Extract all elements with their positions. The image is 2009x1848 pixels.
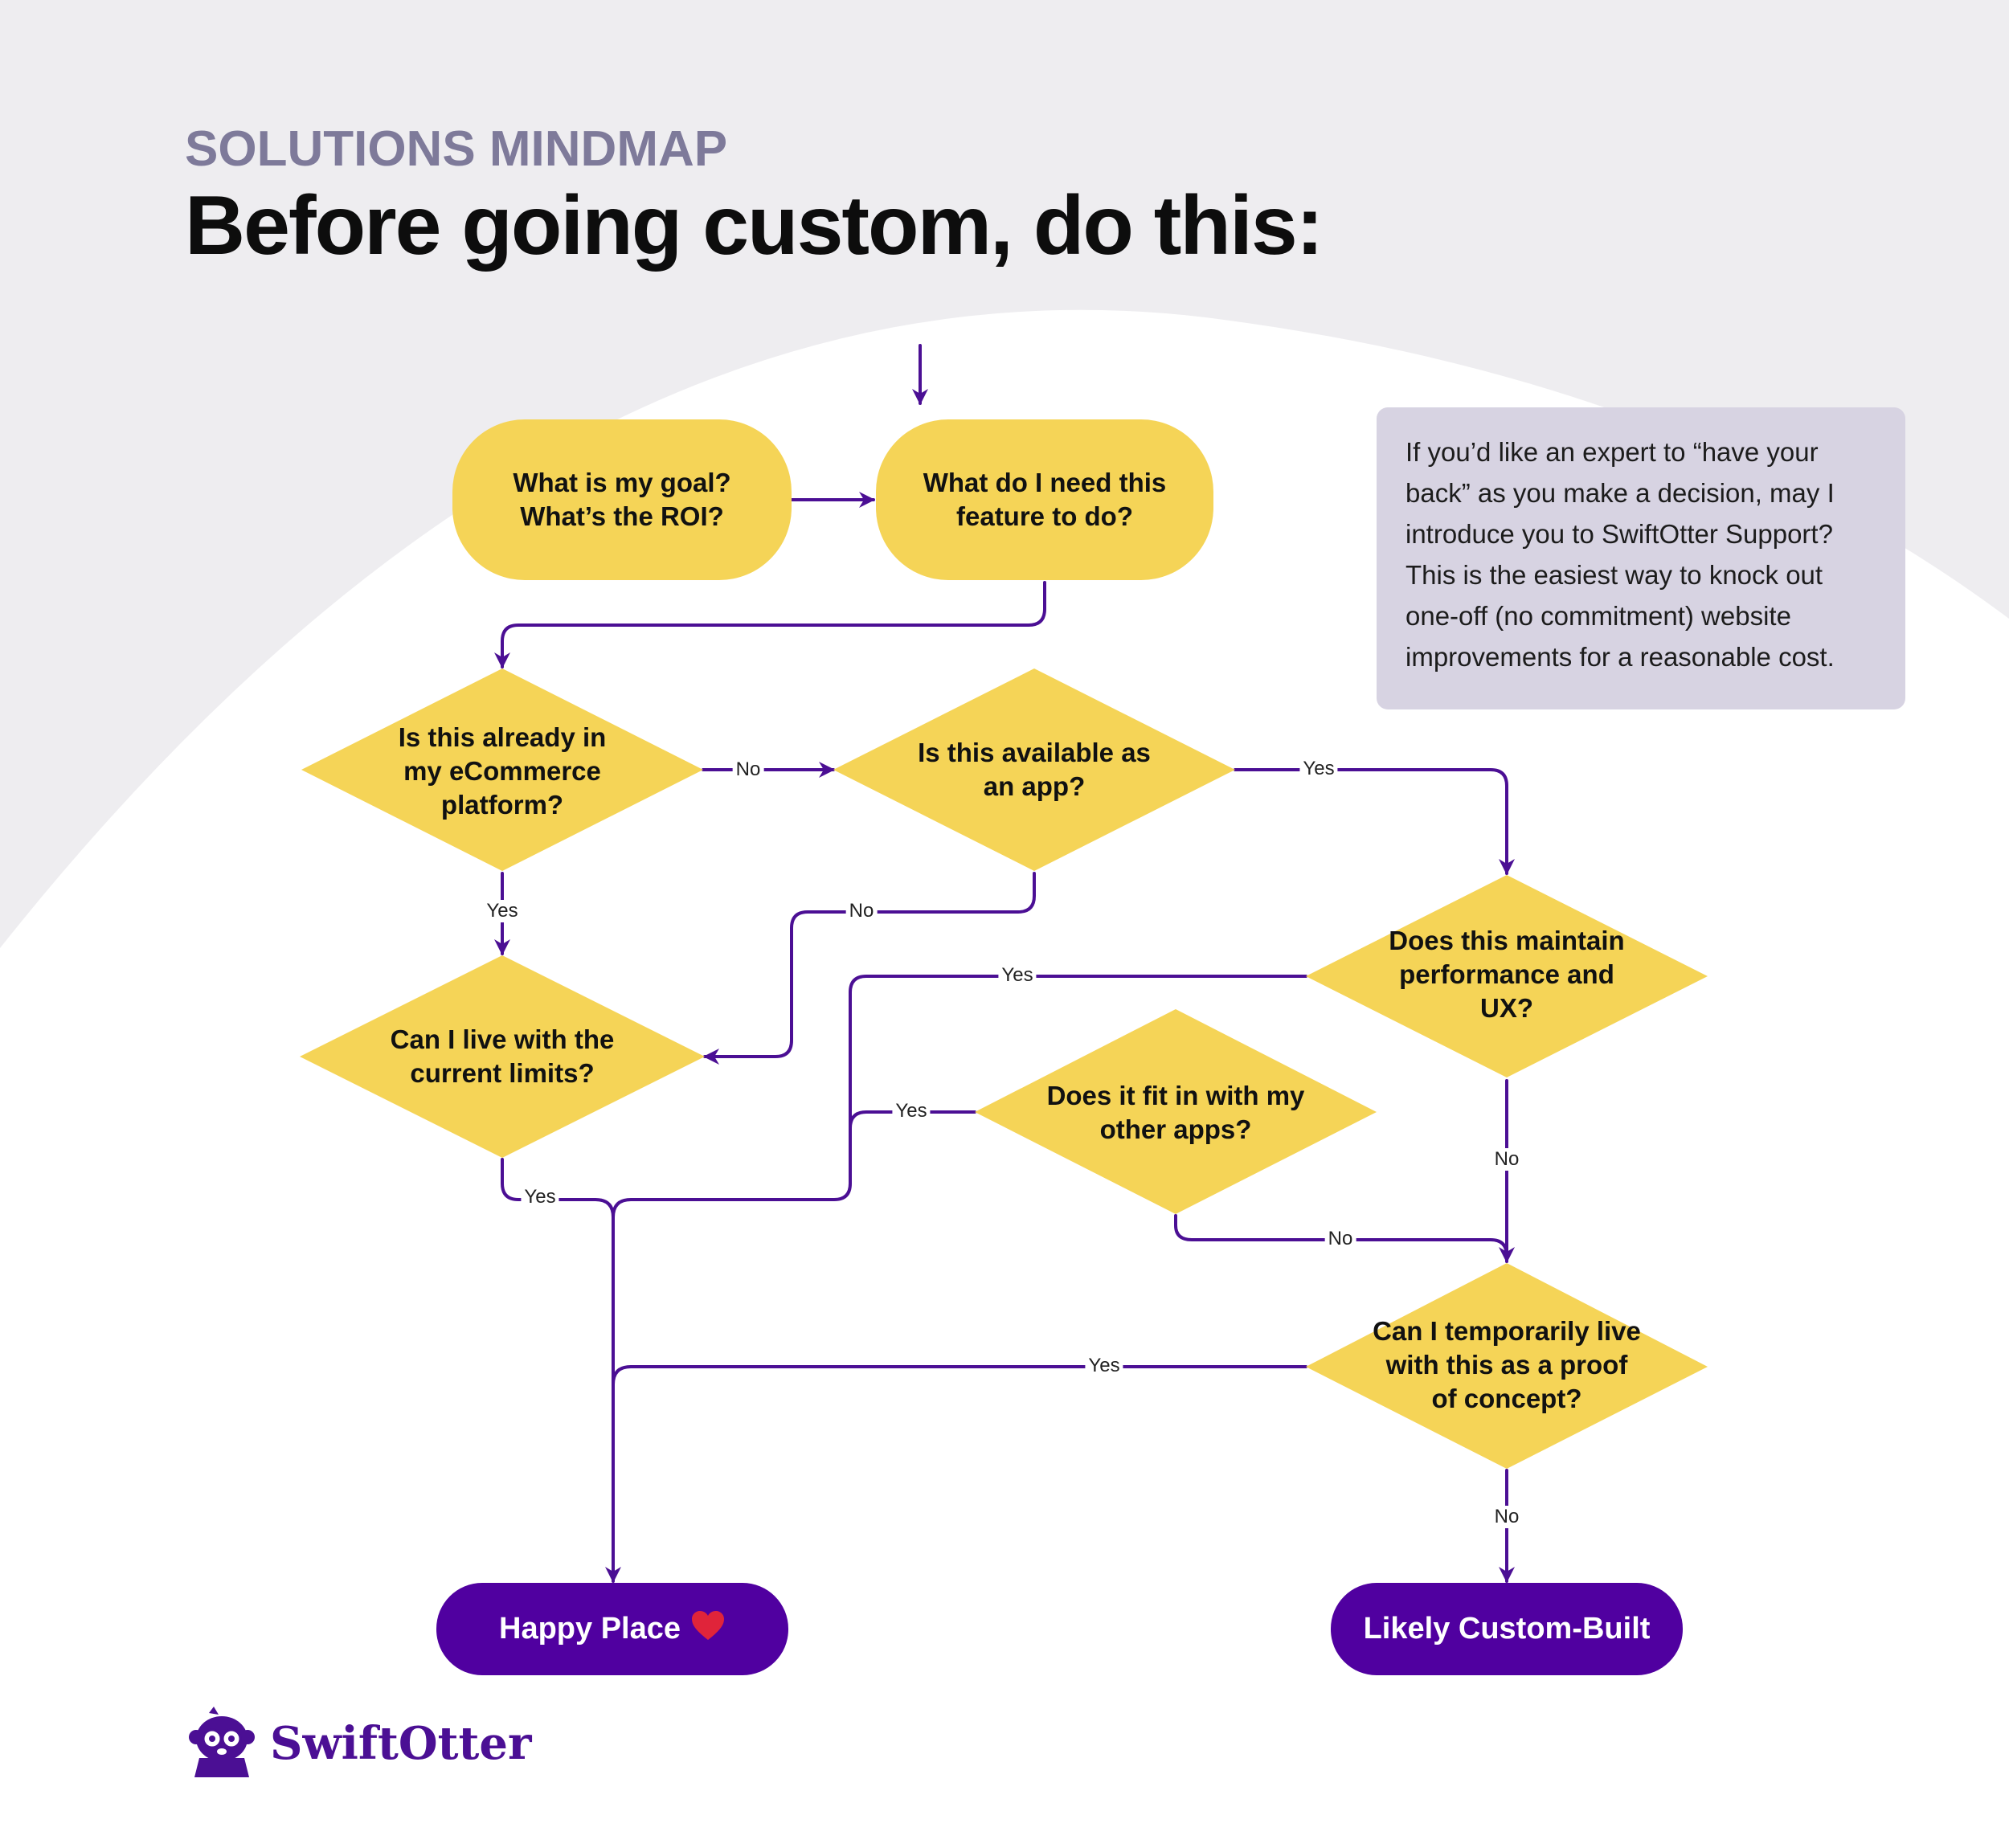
node-fit-line2: other apps? xyxy=(1099,1114,1252,1144)
terminal-custom-label: Likely Custom-Built xyxy=(1363,1612,1651,1646)
node-feature-line1: What do I need this xyxy=(923,467,1167,497)
heart-icon xyxy=(690,1609,726,1650)
support-info-box: If you’d like an expert to “have your ba… xyxy=(1377,407,1905,709)
brand-name: SwiftOtter xyxy=(270,1717,532,1770)
eyebrow-label: SOLUTIONS MINDMAP xyxy=(185,121,728,177)
node-platform-line3: platform? xyxy=(440,790,564,820)
edge-app-yes xyxy=(1234,768,1515,875)
node-limits: Can I live with the current limits? xyxy=(358,988,647,1125)
node-goal-shape xyxy=(452,419,792,580)
edge-label-platform-no: No xyxy=(732,758,764,781)
node-fit: Does it fit in with my other apps? xyxy=(1023,1045,1328,1181)
node-goal-line1: What is my goal? xyxy=(513,467,731,497)
edge-feature-to-platform xyxy=(494,581,1046,668)
terminal-likely-custom: Likely Custom-Built xyxy=(1331,1583,1683,1675)
info-line-2: back” as you make a decision, may I xyxy=(1405,478,1835,508)
node-platform-line2: my eCommerce xyxy=(403,755,601,786)
node-goal: What is my goal? What’s the ROI? xyxy=(452,419,792,580)
node-poc-line2: with this as a proof xyxy=(1385,1349,1628,1380)
brand-logo: SwiftOtter xyxy=(185,1703,532,1784)
info-line-1: If you’d like an expert to “have your xyxy=(1405,437,1819,467)
edge-label-poc-no: No xyxy=(1491,1506,1523,1528)
info-line-3: introduce you to SwiftOtter Support? xyxy=(1405,519,1833,549)
node-performance-line3: UX? xyxy=(1479,993,1533,1024)
node-platform-shape xyxy=(301,668,703,871)
edge-label-performance-no: No xyxy=(1491,1148,1523,1171)
node-platform-line1: Is this already in xyxy=(398,722,607,752)
terminal-happy-shape xyxy=(436,1583,788,1675)
node-limits-line2: current limits? xyxy=(410,1058,595,1088)
edge-app-no xyxy=(703,872,1036,1065)
node-feature-line2: feature to do? xyxy=(956,501,1133,531)
edge-poc-yes xyxy=(612,1365,1307,1386)
edge-label-platform-yes: Yes xyxy=(483,900,522,922)
edge-label-performance-yes: Yes xyxy=(998,964,1037,987)
terminal-happy-place: Happy Place xyxy=(436,1583,788,1675)
info-line-4: This is the easiest way to knock out xyxy=(1405,560,1823,590)
info-line-5: one-off (no commitment) website xyxy=(1405,601,1791,631)
node-goal-line2: What’s the ROI? xyxy=(520,501,724,531)
node-poc-shape xyxy=(1306,1263,1708,1469)
info-line-6: improvements for a reasonable cost. xyxy=(1405,642,1835,672)
node-app: Is this available as an app? xyxy=(890,701,1179,838)
edge-fit-no xyxy=(1174,1214,1508,1257)
node-feature: What do I need this feature to do? xyxy=(876,419,1213,580)
node-app-line2: an app? xyxy=(983,771,1086,801)
node-feature-shape xyxy=(876,419,1213,580)
terminal-custom-shape xyxy=(1331,1583,1683,1675)
node-limits-shape xyxy=(300,955,705,1158)
edge-label-limits-yes: Yes xyxy=(521,1186,559,1208)
edge-limits-yes xyxy=(501,1158,615,1219)
node-fit-shape xyxy=(975,1009,1377,1214)
node-app-line1: Is this available as xyxy=(918,737,1151,767)
node-app-shape xyxy=(833,668,1235,871)
edge-label-app-yes: Yes xyxy=(1299,758,1338,780)
node-performance-line2: performance and xyxy=(1399,959,1614,989)
node-poc-line3: of concept? xyxy=(1431,1384,1582,1414)
node-performance-shape xyxy=(1306,875,1708,1077)
node-performance-line1: Does this maintain xyxy=(1389,925,1625,955)
otter-icon xyxy=(185,1705,259,1783)
page-title: Before going custom, do this: xyxy=(185,179,1324,272)
terminal-happy-label: Happy Place xyxy=(499,1612,681,1646)
edge-label-fit-yes: Yes xyxy=(892,1100,931,1122)
node-limits-line1: Can I live with the xyxy=(390,1024,615,1054)
edge-label-fit-no: No xyxy=(1324,1228,1356,1250)
edge-label-app-no: No xyxy=(845,900,878,922)
node-poc-line1: Can I temporarily live xyxy=(1373,1315,1641,1346)
node-fit-line1: Does it fit in with my xyxy=(1046,1080,1305,1110)
edge-label-poc-yes: Yes xyxy=(1085,1355,1123,1377)
edge-fit-yes xyxy=(849,1110,976,1130)
edge-performance-yes xyxy=(605,975,1307,1583)
